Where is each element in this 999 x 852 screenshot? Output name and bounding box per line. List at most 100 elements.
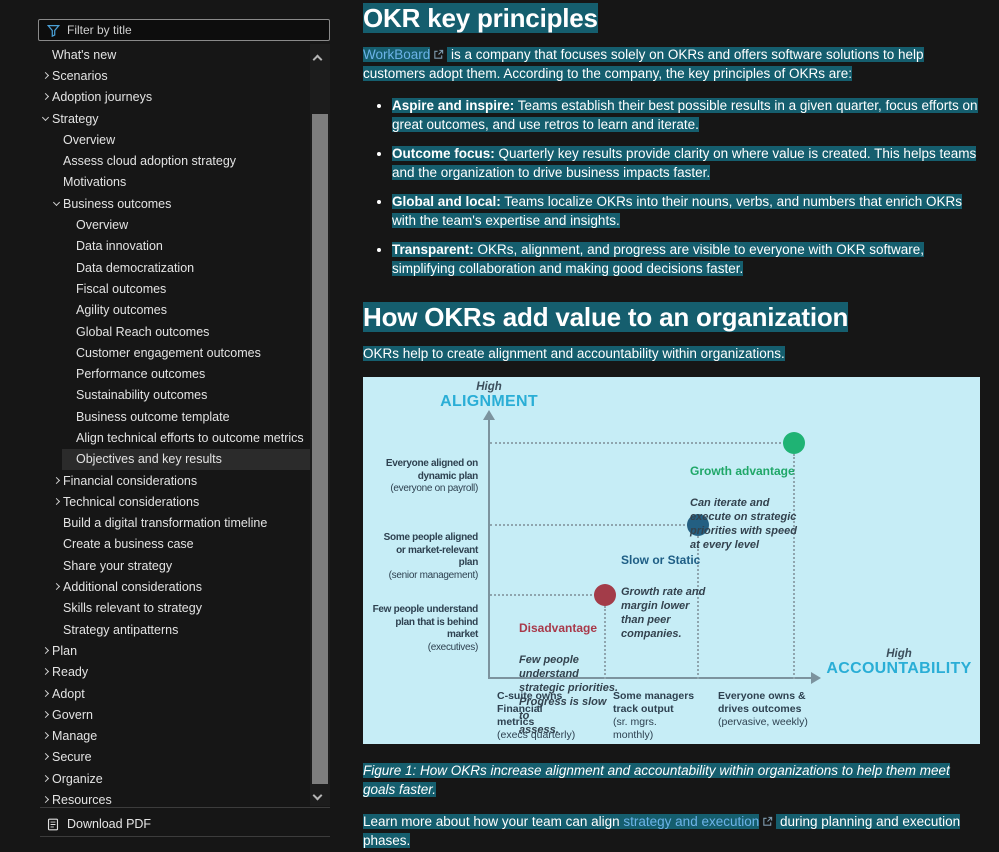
chevron-right-icon [41, 93, 50, 101]
sidebar-item-performance-outcomes[interactable]: Performance outcomes [30, 363, 330, 384]
sidebar-item-label: Fiscal outcomes [76, 281, 167, 296]
sidebar-item-create-a-business-case[interactable]: Create a business case [30, 534, 330, 555]
list-item: Transparent: OKRs, alignment, and progre… [392, 240, 981, 278]
sidebar-item-share-your-strategy[interactable]: Share your strategy [30, 555, 330, 576]
x-label-everyone-owns: Everyone owns & drives outcomes (pervasi… [718, 690, 808, 728]
scrollbar-thumb[interactable] [312, 114, 328, 784]
sidebar-item-data-innovation[interactable]: Data innovation [30, 236, 330, 257]
chevron-right-icon [41, 732, 50, 740]
sidebar-item-sustainability-outcomes[interactable]: Sustainability outcomes [30, 385, 330, 406]
dotted-line-blue-horizontal [490, 524, 689, 526]
growth-advantage-dot [783, 432, 805, 454]
learn-more-paragraph: Learn more about how your team can align… [363, 814, 961, 848]
strategy-execution-link[interactable]: strategy and execution [623, 814, 760, 829]
filter-icon [47, 24, 60, 37]
sidebar-item-label: Adopt [52, 686, 85, 701]
workboard-link[interactable]: WorkBoard [363, 47, 431, 62]
y-label-some-people-aligned: Some people aligned or market-relevant p… [383, 532, 479, 581]
scroll-up-icon[interactable] [312, 52, 325, 65]
y-label-few-people-understand: Few people understand plan that is behin… [372, 604, 479, 653]
sidebar-item-additional-considerations[interactable]: Additional considerations [30, 576, 330, 597]
dotted-line-green-horizontal [490, 442, 785, 444]
alignment-axis-title: High ALIGNMENT [440, 381, 538, 410]
sidebar-item-label: Share your strategy [63, 558, 173, 573]
sidebar-item-label: Build a digital transformation timeline [63, 516, 268, 531]
sidebar-item-manage[interactable]: Manage [30, 726, 330, 747]
accountability-axis-title: High ACCOUNTABILITY [826, 648, 972, 677]
filter-box[interactable] [38, 19, 330, 41]
download-pdf-label: Download PDF [67, 817, 152, 831]
sidebar-item-financial-considerations[interactable]: Financial considerations [30, 470, 330, 491]
sidebar-item-plan[interactable]: Plan [30, 640, 330, 661]
y-axis-arrowhead [483, 410, 495, 420]
sidebar-item-label: Objectives and key results [76, 452, 222, 467]
sidebar-item-data-democratization[interactable]: Data democratization [30, 257, 330, 278]
chevron-right-icon [41, 646, 50, 654]
dotted-line-green-vertical [793, 454, 795, 679]
sidebar-item-ready[interactable]: Ready [30, 662, 330, 683]
sidebar-item-govern[interactable]: Govern [30, 704, 330, 725]
sidebar-item-label: Overview [76, 218, 129, 233]
sidebar-item-label: Financial considerations [63, 473, 198, 488]
list-item: Aspire and inspire: Teams establish thei… [392, 96, 981, 134]
sidebar-item-objectives-and-key-results[interactable]: Objectives and key results [30, 448, 330, 470]
sidebar-item-label: Scenarios [52, 68, 108, 83]
dotted-line-red-vertical [604, 606, 606, 679]
sidebar-item-label: Resources [52, 793, 112, 808]
sidebar-item-label: Govern [52, 707, 93, 722]
sidebar-item-label: Additional considerations [63, 580, 202, 595]
sidebar-item-strategy-antipatterns[interactable]: Strategy antipatterns [30, 619, 330, 640]
intro-paragraph: WorkBoard is a company that focuses sole… [363, 47, 924, 81]
list-item: Global and local: Teams localize OKRs in… [392, 192, 981, 230]
sidebar-item-overview[interactable]: Overview [30, 129, 330, 150]
sidebar-item-scenarios[interactable]: Scenarios [30, 65, 330, 86]
sidebar-item-agility-outcomes[interactable]: Agility outcomes [30, 300, 330, 321]
sidebar-item-business-outcome-template[interactable]: Business outcome template [30, 406, 330, 427]
chevron-down-icon [41, 113, 50, 122]
chevron-down-icon [52, 199, 61, 207]
chevron-right-icon [41, 668, 50, 676]
sidebar-item-what-s-new[interactable]: What's new [30, 44, 330, 65]
x-label-c-suite: C-suite owns Financial metrics (execs qu… [497, 690, 576, 741]
x-axis-arrowhead [811, 672, 821, 684]
sidebar-item-motivations[interactable]: Motivations [30, 172, 330, 193]
chevron-right-icon [41, 710, 50, 718]
sidebar-item-label: Plan [52, 643, 78, 658]
sidebar-item-label: Technical considerations [63, 494, 200, 509]
sidebar-item-organize[interactable]: Organize [30, 768, 330, 789]
sidebar-item-technical-considerations[interactable]: Technical considerations [30, 491, 330, 512]
sidebar-item-adopt[interactable]: Adopt [30, 683, 330, 704]
sidebar-item-strategy[interactable]: Strategy [30, 108, 330, 129]
x-axis-line [488, 677, 814, 679]
sidebar-item-global-reach-outcomes[interactable]: Global Reach outcomes [30, 321, 330, 342]
sidebar-item-label: Assess cloud adoption strategy [63, 154, 237, 169]
chevron-right-icon [41, 71, 50, 79]
sidebar-item-customer-engagement-outcomes[interactable]: Customer engagement outcomes [30, 342, 330, 363]
sidebar-item-secure[interactable]: Secure [30, 747, 330, 768]
sidebar-item-label: Skills relevant to strategy [63, 601, 202, 616]
filter-input[interactable] [67, 23, 307, 37]
sidebar-item-label: Business outcome template [76, 409, 230, 424]
sidebar-item-label: Business outcomes [63, 196, 172, 211]
slow-or-static-annotation: Slow or Static Growth rate and margin lo… [621, 553, 706, 640]
sidebar-item-skills-relevant-to-strategy[interactable]: Skills relevant to strategy [30, 598, 330, 619]
sidebar-item-adoption-journeys[interactable]: Adoption journeys [30, 87, 330, 108]
sidebar-item-label: Strategy antipatterns [63, 622, 179, 637]
download-pdf-button[interactable]: Download PDF [47, 814, 151, 834]
sidebar-item-align-technical-efforts-to-outcome-metrics[interactable]: Align technical efforts to outcome metri… [30, 427, 330, 448]
sidebar-item-business-outcomes[interactable]: Business outcomes [30, 193, 330, 214]
sidebar-scrollbar[interactable] [310, 44, 330, 806]
download-pdf-icon [47, 818, 59, 830]
scroll-down-icon[interactable] [312, 790, 325, 803]
x-label-some-managers: Some managers track output (sr. mgrs. mo… [613, 690, 695, 741]
list-item: Outcome focus: Quarterly key results pro… [392, 144, 981, 182]
figure-caption: Figure 1: How OKRs increase alignment an… [363, 763, 950, 797]
sidebar-item-build-a-digital-transformation-timeline[interactable]: Build a digital transformation timeline [30, 513, 330, 534]
sidebar-item-label: Agility outcomes [76, 303, 168, 318]
chevron-right-icon [41, 795, 50, 804]
sidebar-item-assess-cloud-adoption-strategy[interactable]: Assess cloud adoption strategy [30, 150, 330, 171]
sidebar-item-overview[interactable]: Overview [30, 214, 330, 235]
sidebar-item-fiscal-outcomes[interactable]: Fiscal outcomes [30, 278, 330, 299]
sidebar-item-resources[interactable]: Resources [30, 789, 330, 810]
okr-alignment-accountability-diagram: High ALIGNMENT Growth advantage Can iter… [363, 377, 980, 744]
